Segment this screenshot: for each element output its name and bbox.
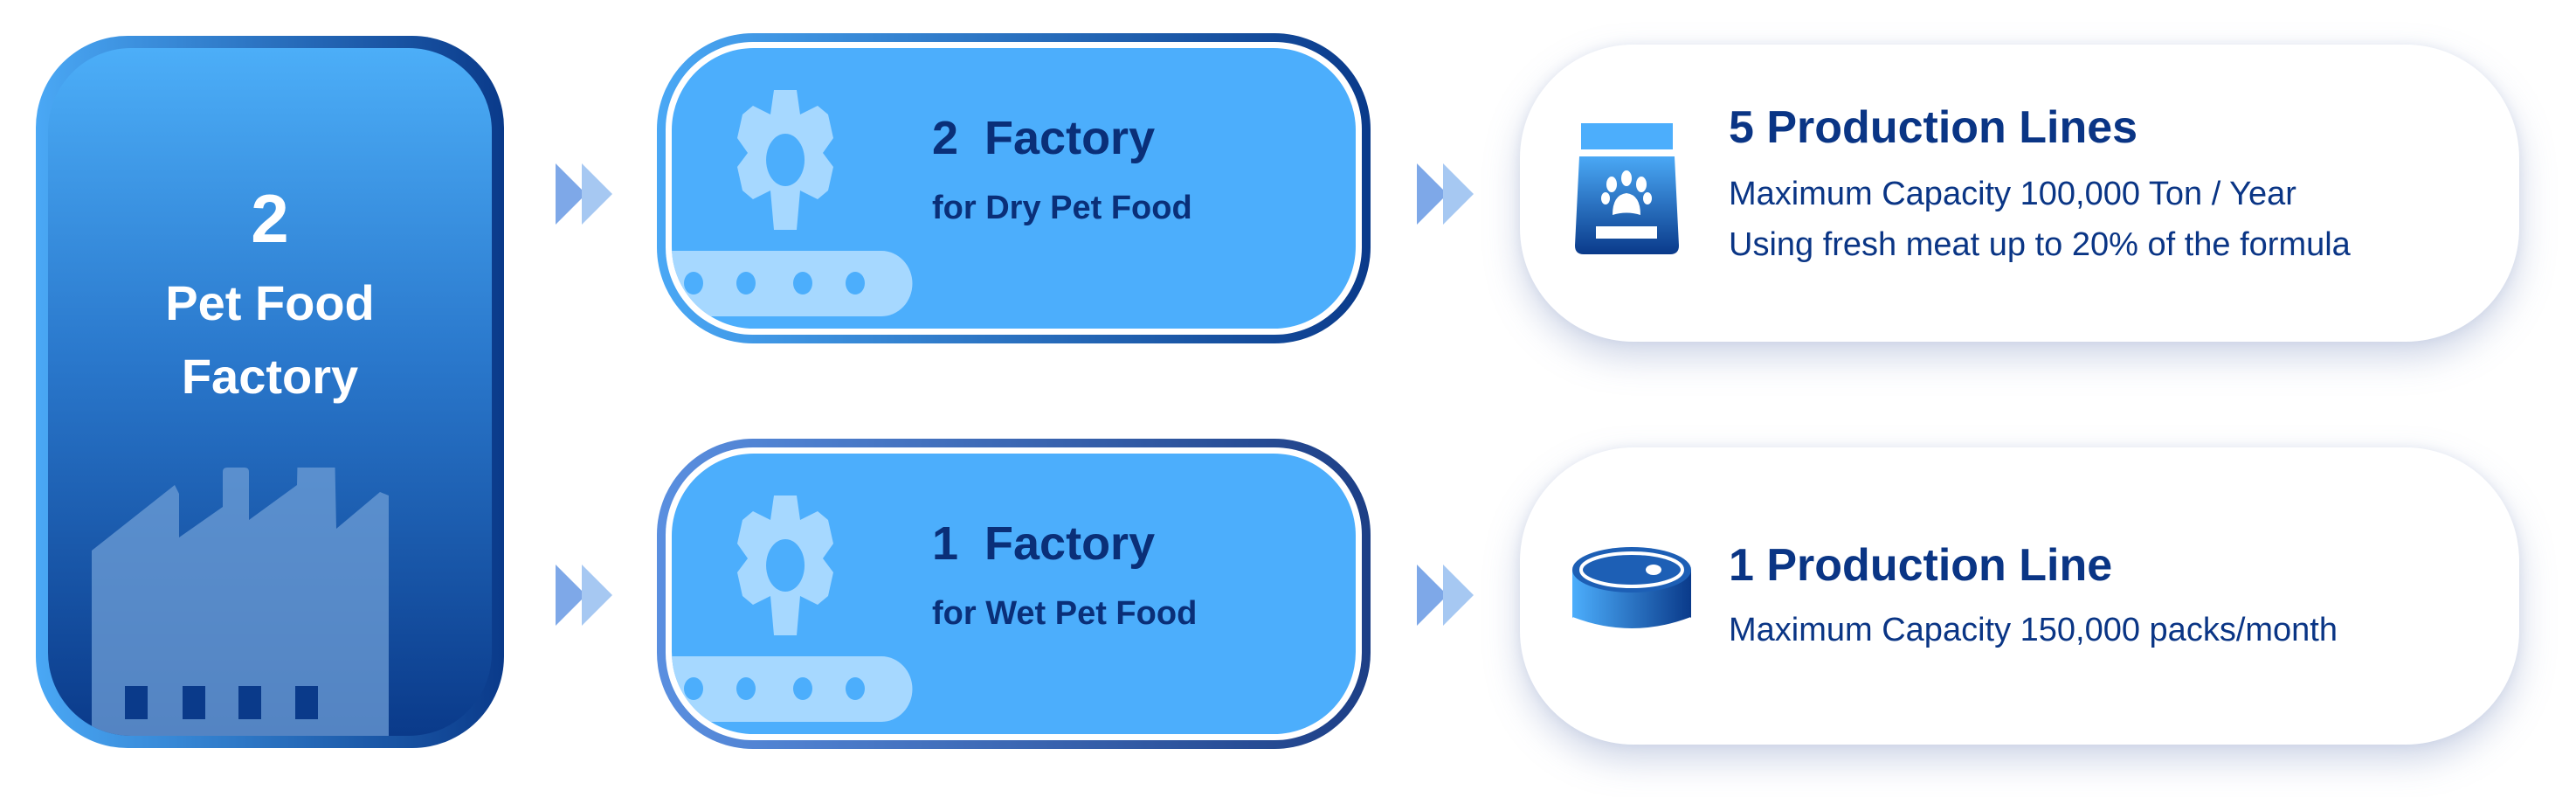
wet-production-card: 1 Production Line Maximum Capacity 150,0… xyxy=(1520,447,2519,745)
conveyor-belt-icon xyxy=(672,656,913,722)
double-chevron-right-icon xyxy=(1417,565,1474,626)
factory-subtitle: for Dry Pet Food xyxy=(932,190,1192,226)
conveyor-belt-icon xyxy=(672,251,913,316)
double-chevron-right-icon xyxy=(556,163,612,225)
double-chevron-right-icon xyxy=(556,565,612,626)
factory-title: 2 Factory xyxy=(932,112,1156,164)
pet-food-bag-icon xyxy=(1575,123,1679,254)
factory-label-line2: Factory xyxy=(181,349,359,404)
factory-icon xyxy=(92,468,389,736)
dry-production-card: 5 Production Lines Maximum Capacity 100,… xyxy=(1520,45,2519,342)
gear-icon xyxy=(737,496,833,635)
production-title: 1 Production Line xyxy=(1729,540,2113,591)
factory-title: 1 Factory xyxy=(932,517,1156,570)
double-chevron-right-icon xyxy=(1417,163,1474,225)
gear-icon xyxy=(737,90,833,230)
factory-count: 2 xyxy=(251,180,289,257)
pet-food-factory-summary-card: 2 Pet Food Factory xyxy=(36,36,504,748)
production-note: Using fresh meat up to 20% of the formul… xyxy=(1729,226,2351,263)
dry-food-factory-card: 2 Factory for Dry Pet Food xyxy=(657,33,1371,343)
production-capacity: Maximum Capacity 100,000 Ton / Year xyxy=(1729,176,2296,212)
pet-food-can-icon xyxy=(1571,547,1692,632)
wet-food-factory-card: 1 Factory for Wet Pet Food xyxy=(657,439,1371,749)
factory-label: Pet Food Factory xyxy=(48,267,492,413)
production-capacity: Maximum Capacity 150,000 packs/month xyxy=(1729,612,2338,648)
factory-subtitle: for Wet Pet Food xyxy=(932,595,1198,632)
factory-label-line1: Pet Food xyxy=(165,275,375,330)
production-title: 5 Production Lines xyxy=(1729,102,2138,153)
